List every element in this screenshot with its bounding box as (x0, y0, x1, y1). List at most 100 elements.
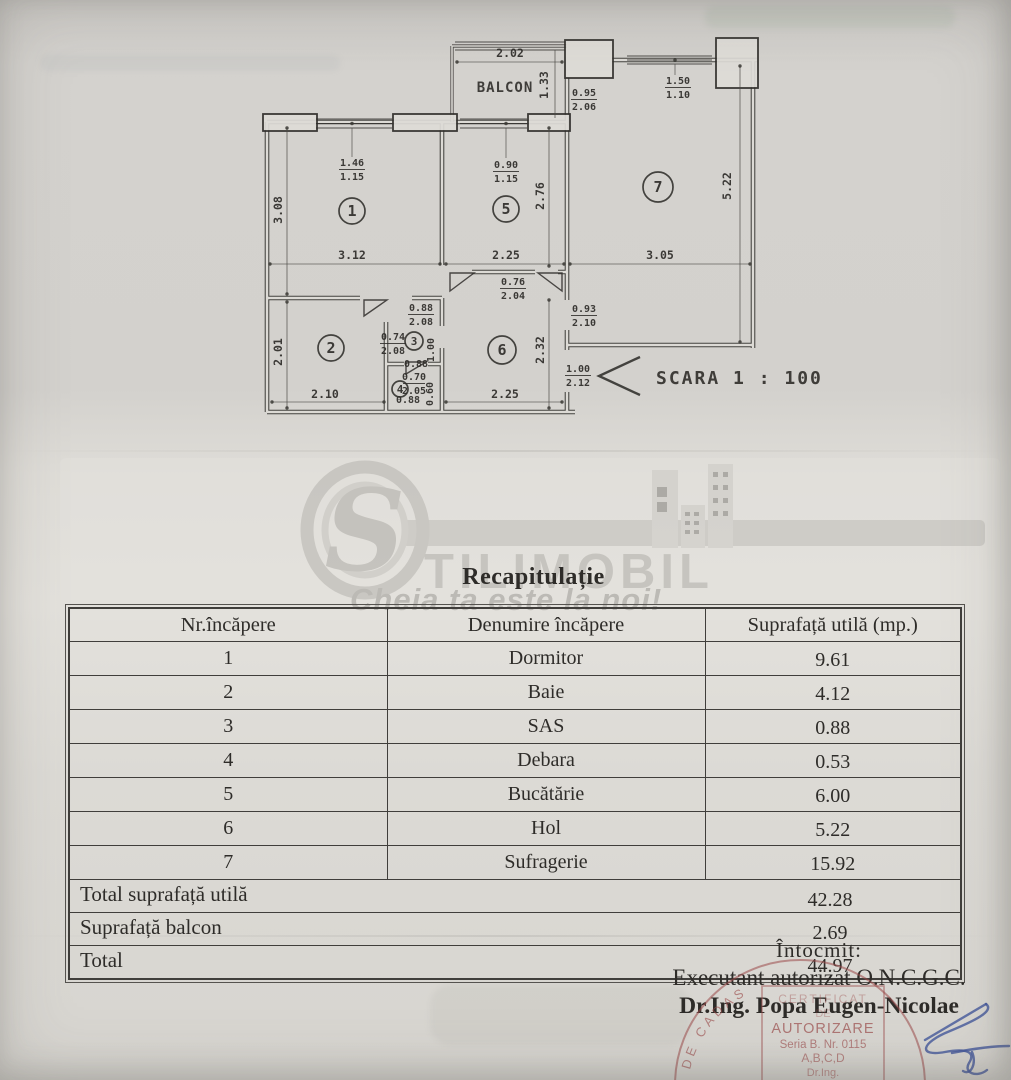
signoff-executant: Executant autorizat O.N.C.G.C. (672, 965, 966, 990)
dim-label: 1.10 (666, 90, 690, 101)
room-number-5: 5 (501, 200, 510, 218)
dim-label: 0.70 (402, 372, 426, 383)
dim-label: 1.00 (566, 364, 590, 375)
dim-label: 2.10 (572, 318, 596, 329)
stamp-line-dring: Dr.Ing. (807, 1067, 839, 1079)
table-row: 4 Debara 0.53 (68, 743, 962, 778)
stamp-line-abcd: A,B,C,D (801, 1051, 845, 1065)
dim-label: 2.12 (566, 378, 590, 389)
dim-label: 2.10 (311, 387, 339, 401)
dim-label: 2.06 (572, 102, 596, 113)
dim-label: 1.33 (537, 71, 551, 99)
cell-denumire: Baie (386, 675, 706, 710)
dim-label: 2.32 (533, 336, 547, 364)
room-number-7: 7 (653, 178, 662, 196)
room-number-6: 6 (497, 341, 506, 359)
brand-initial-letter: S (325, 466, 406, 597)
stamp-line-autorizare: AUTORIZARE (771, 1021, 874, 1037)
scale-label: SCARA 1 : 100 (656, 368, 823, 389)
cell-suprafata: 5.22 (704, 811, 962, 846)
table-row: 3 SAS 0.88 (68, 709, 962, 744)
floorplan-drawing: 3.12 2.25 3.05 2.02 2.10 2.25 3.08 2.01 … (262, 37, 823, 440)
room-circle-7 (642, 171, 674, 203)
footer-label: Total suprafață utilă (80, 882, 248, 906)
table-row: 5 Bucătărie 6.00 (68, 777, 962, 812)
wall-pier (262, 113, 318, 132)
entrance-arrow-icon (596, 355, 641, 397)
room-circle-5 (492, 195, 520, 223)
cell-denumire: Bucătărie (386, 777, 706, 812)
stamp-line-seria: Seria B. Nr. 0115 (780, 1039, 867, 1051)
recap-title: Recapitulație (462, 564, 605, 590)
dim-label: 1.46 (340, 158, 364, 169)
room-circle-6 (487, 335, 517, 365)
balcony-label: BALCON (477, 80, 534, 96)
signoff-intocmit: Întocmit: (776, 938, 862, 962)
footer-label: Suprafață balcon (80, 915, 222, 939)
room-number-1: 1 (347, 202, 356, 220)
recap-table: Nr.încăpere Denumire încăpere Suprafață … (64, 603, 966, 984)
dim-label: 3.12 (338, 248, 366, 262)
table-row: 2 Baie 4.12 (68, 675, 962, 710)
dim-label: 0.88 (409, 303, 433, 314)
dim-label: 2.76 (533, 182, 547, 210)
table-header-row: Nr.încăpere Denumire încăpere Suprafață … (68, 607, 962, 642)
footer-value: 42.28 (807, 889, 853, 911)
dim-label: 3.08 (271, 196, 285, 224)
dim-label: 2.08 (409, 317, 433, 328)
recap-table-wrap: Nr.încăpere Denumire încăpere Suprafață … (64, 603, 966, 984)
cell-suprafata: 0.53 (704, 743, 962, 778)
room-number-4: 4 (397, 383, 404, 396)
footer-cell: Total suprafață utilă 42.28 (68, 879, 962, 913)
dim-label: 2.25 (492, 248, 520, 262)
dim-label: 1.15 (494, 174, 518, 185)
cell-denumire: SAS (386, 709, 706, 744)
wall-pier (564, 39, 614, 79)
cell-denumire: Hol (386, 811, 706, 846)
dim-label: 0.76 (501, 277, 525, 288)
cell-denumire: Debara (386, 743, 706, 778)
dim-label: 1.50 (666, 76, 690, 87)
dim-label: 1.00 (426, 338, 437, 362)
room-circle-3 (404, 331, 424, 351)
cell-nr: 6 (68, 811, 388, 846)
dim-label: 2.25 (491, 387, 519, 401)
wall-pier (392, 113, 458, 132)
paper-crease (0, 450, 1011, 452)
dim-label: 3.05 (646, 248, 674, 262)
cell-nr: 4 (68, 743, 388, 778)
room-circle-4 (391, 380, 409, 398)
dim-fraction: 1.46 1.15 0.90 1.15 1.50 1.10 0.95 2.06 … (339, 76, 691, 397)
room-circle-1 (338, 197, 366, 225)
dim-label: 0.60 (425, 382, 436, 406)
dim-label: 1.15 (340, 172, 364, 183)
col-header-denumire: Denumire încăpere (386, 607, 706, 642)
cell-suprafata: 4.12 (704, 675, 962, 710)
cell-suprafata: 15.92 (704, 845, 962, 880)
dim-label: 0.93 (572, 304, 596, 315)
dim-label: 2.01 (271, 338, 285, 366)
dim-label: 2.08 (381, 346, 405, 357)
cell-suprafata: 0.88 (704, 709, 962, 744)
room-circle-2 (317, 334, 345, 362)
dim-label: 5.22 (720, 172, 734, 200)
cell-nr: 3 (68, 709, 388, 744)
table-footer-row: Suprafață balcon 2.69 (68, 912, 962, 946)
signoff-block: Întocmit: Executant autorizat O.N.C.G.C.… (630, 938, 1008, 1020)
cell-denumire: Sufragerie (386, 845, 706, 880)
cell-nr: 5 (68, 777, 388, 812)
cell-denumire: Dormitor (386, 641, 706, 676)
dim-label: 0.95 (572, 88, 596, 99)
col-header-nr: Nr.încăpere (68, 607, 388, 642)
cell-nr: 2 (68, 675, 388, 710)
dim-label: 0.88 (396, 395, 420, 406)
dim-label: 0.90 (494, 160, 518, 171)
wall-pier (715, 37, 759, 89)
window-symbol (316, 41, 712, 129)
dim-label: 2.04 (501, 291, 525, 302)
table-row: 7 Sufragerie 15.92 (68, 845, 962, 880)
room-number-3: 3 (411, 335, 418, 348)
table-row: 1 Dormitor 9.61 (68, 641, 962, 676)
cell-nr: 7 (68, 845, 388, 880)
